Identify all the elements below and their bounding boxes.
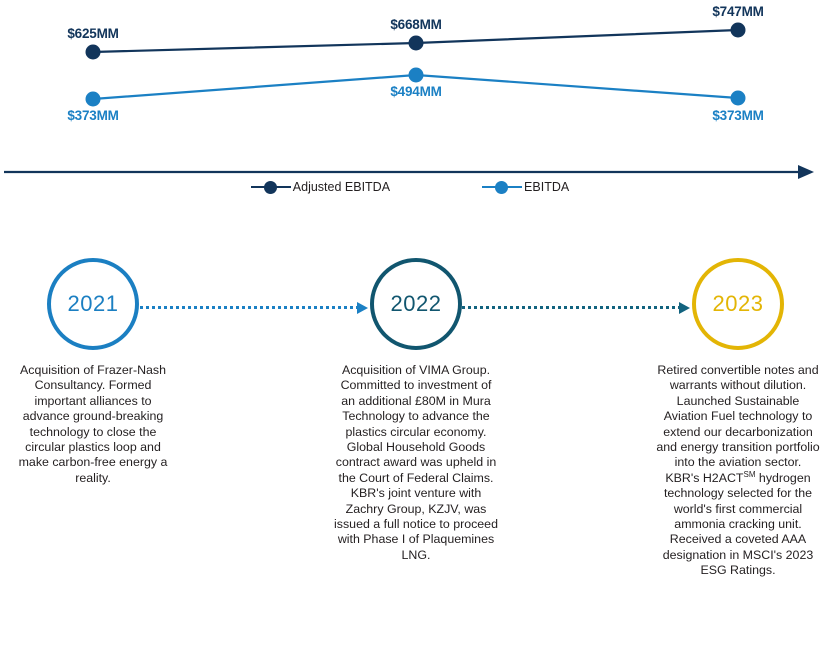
milestone-text-2022: Acquisition of VIMA Group. Committed to … — [334, 363, 498, 562]
milestone-text-2021: Acquisition of Frazer-Nash Consultancy. … — [18, 363, 168, 485]
year-circle-2021[interactable]: 2021 — [47, 258, 139, 350]
x-axis-arrow-icon — [798, 165, 814, 179]
data-point-adjusted-ebitda-2021[interactable] — [85, 44, 101, 60]
timeline-connector-2021-2022 — [140, 302, 368, 314]
legend-item-ebitda[interactable]: EBITDA — [482, 180, 569, 194]
arrow-right-icon — [357, 302, 368, 314]
data-label-adjusted-ebitda-2023: $747MM — [712, 4, 764, 19]
data-label-ebitda-2022: $494MM — [390, 84, 442, 99]
chart-plot-area — [4, 22, 814, 179]
data-point-ebitda-2021[interactable] — [85, 91, 101, 107]
legend-item-adjusted-ebitda[interactable]: Adjusted EBITDA — [250, 180, 391, 194]
year-label-2021: 2021 — [67, 291, 119, 316]
year-circle-2023[interactable]: 2023 — [692, 258, 784, 350]
dotted-line — [140, 306, 358, 309]
timeline-node-2021[interactable]: 2021 Acquisition of Frazer-Nash Consulta… — [0, 258, 193, 486]
milestone-text-2023: Retired convertible notes and warrants w… — [638, 363, 820, 579]
arrow-right-icon — [679, 302, 690, 314]
year-circle-2022[interactable]: 2022 — [370, 258, 462, 350]
year-label-2023: 2023 — [712, 291, 764, 316]
timeline-node-2023[interactable]: 2023 Retired convertible notes and warra… — [638, 258, 820, 579]
legend-label-ebitda: EBITDA — [524, 180, 570, 194]
service-mark-superscript: SM — [743, 469, 756, 479]
milestone-text-2023-pre: Retired convertible notes and warrants w… — [656, 363, 820, 485]
year-label-2022: 2022 — [390, 291, 442, 316]
timeline-connector-2022-2023 — [462, 302, 690, 314]
legend-label-adjusted-ebitda: Adjusted EBITDA — [292, 180, 391, 194]
timeline-node-2022[interactable]: 2022 Acquisition of VIMA Group. Committe… — [316, 258, 516, 563]
ebitda-line-chart: $625MM $668MM $747MM $373MM $494MM $373M… — [0, 0, 820, 205]
milestone-text-2023-post: hydrogen technology selected for the wor… — [662, 470, 814, 578]
data-label-adjusted-ebitda-2022: $668MM — [390, 17, 442, 32]
chart-legend: Adjusted EBITDA EBITDA — [0, 176, 820, 198]
data-point-adjusted-ebitda-2023[interactable] — [730, 22, 746, 38]
legend-marker-icon — [250, 180, 291, 194]
data-point-ebitda-2022[interactable] — [408, 67, 424, 83]
data-label-adjusted-ebitda-2021: $625MM — [67, 26, 119, 41]
data-label-ebitda-2023: $373MM — [712, 108, 764, 123]
milestone-timeline: 2021 Acquisition of Frazer-Nash Consulta… — [0, 258, 820, 652]
data-label-ebitda-2021: $373MM — [67, 108, 119, 123]
data-point-ebitda-2023[interactable] — [730, 90, 746, 106]
dotted-line — [462, 306, 680, 309]
legend-marker-icon — [482, 180, 523, 194]
data-point-adjusted-ebitda-2022[interactable] — [408, 35, 424, 51]
